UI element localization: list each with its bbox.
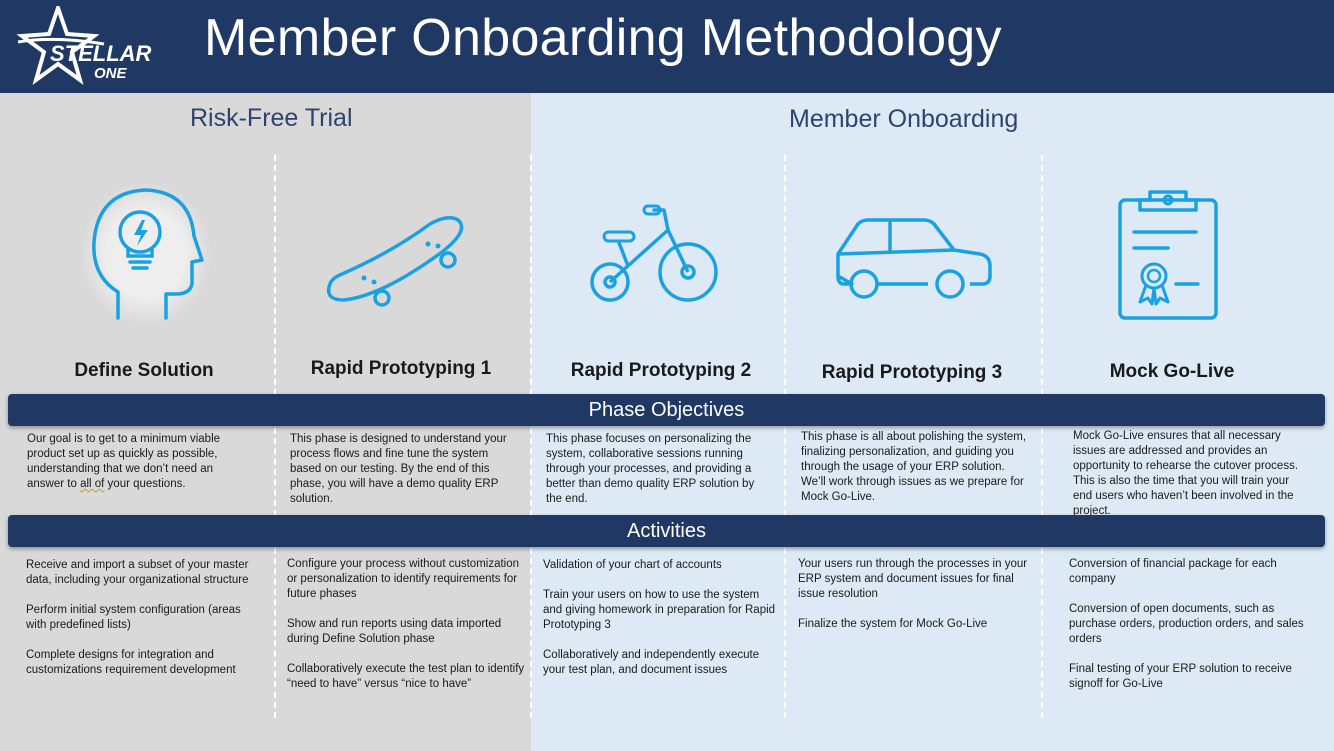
objective-rapid-prototyping-1: This phase is designed to understand you… <box>290 433 507 505</box>
column-divider <box>1041 155 1043 395</box>
stellar-one-logo: STELLAR ONE <box>14 1 154 86</box>
objective-rapid-prototyping-3: This phase is all about polishing the sy… <box>801 431 1027 503</box>
section-title-trial: Risk-Free Trial <box>190 104 353 132</box>
header-bar <box>0 0 1334 93</box>
activity-item: Perform initial system configuration (ar… <box>26 604 241 631</box>
column-divider <box>274 548 276 718</box>
column-divider <box>784 155 786 395</box>
phase-name-define-solution: Define Solution <box>74 360 214 381</box>
objective-rapid-prototyping-2: This phase focuses on personalizing the … <box>546 433 755 505</box>
activities-label: Activities <box>627 520 706 542</box>
activities-mock-go-live: Conversion of financial package for each… <box>1069 557 1309 707</box>
logo-text-stellar: STELLAR <box>50 41 152 66</box>
phase-name-rapid-prototyping-3: Rapid Prototyping 3 <box>821 362 1003 383</box>
activity-item: Configure your process without customiza… <box>287 558 520 600</box>
column-divider <box>784 428 786 516</box>
phase-name-rapid-prototyping-1: Rapid Prototyping 1 <box>310 358 492 379</box>
activity-item: Receive and import a subset of your mast… <box>26 559 249 586</box>
star-logo-icon: STELLAR ONE <box>16 1 152 86</box>
column-divider <box>1041 428 1043 516</box>
activity-item: Collaboratively execute the test plan to… <box>287 663 525 690</box>
activity-item: Show and run reports using data imported… <box>287 618 502 645</box>
column-divider <box>530 428 532 516</box>
activities-rapid-prototyping-1: Configure your process without customiza… <box>287 557 525 707</box>
car-icon <box>832 214 996 306</box>
activity-item: Final testing of your ERP solution to re… <box>1069 663 1292 690</box>
activity-item: Validation of your chart of accounts <box>543 559 722 571</box>
page-title: Member Onboarding Methodology <box>204 9 1002 67</box>
objective-text: Our goal is to get to a minimum viable p… <box>27 433 221 490</box>
activity-item: Collaboratively and independently execut… <box>543 649 760 676</box>
column-divider <box>1041 548 1043 718</box>
activity-item: Finalize the system for Mock Go-Live <box>798 618 988 630</box>
objective-define-solution: Our goal is to get to a minimum viable p… <box>27 432 249 492</box>
section-title-onboarding: Member Onboarding <box>789 105 1019 133</box>
activity-item: Conversion of financial package for each… <box>1069 558 1277 585</box>
head-lightbulb-icon <box>78 180 218 330</box>
activities-band: Activities <box>8 515 1325 547</box>
tricycle-icon <box>588 202 728 312</box>
column-divider <box>274 155 276 395</box>
objective-text: your questions. <box>104 478 186 490</box>
activities-define-solution: Receive and import a subset of your mast… <box>26 558 264 693</box>
activities-rapid-prototyping-2: Validation of your chart of accounts Tra… <box>543 558 777 693</box>
activities-rapid-prototyping-3: Your users run through the processes in … <box>798 557 1032 647</box>
phase-objectives-band: Phase Objectives <box>8 394 1325 426</box>
column-divider <box>274 428 276 516</box>
clipboard-certificate-icon <box>1112 186 1222 322</box>
column-divider <box>784 548 786 718</box>
phase-name-mock-go-live: Mock Go-Live <box>1109 361 1235 382</box>
objective-mock-go-live: Mock Go-Live ensures that all necessary … <box>1073 430 1299 516</box>
logo-text-one: ONE <box>94 65 128 82</box>
objective-text-underlined: all of <box>80 478 105 490</box>
activity-item: Conversion of open documents, such as pu… <box>1069 603 1304 645</box>
phase-objectives-label: Phase Objectives <box>588 399 745 421</box>
activity-item: Your users run through the processes in … <box>798 558 1028 600</box>
column-divider <box>530 155 532 395</box>
column-divider <box>530 548 532 718</box>
activity-item: Complete designs for integration and cus… <box>26 649 236 676</box>
skateboard-icon <box>322 212 472 312</box>
phase-name-rapid-prototyping-2: Rapid Prototyping 2 <box>570 360 752 381</box>
activity-item: Train your users on how to use the syste… <box>543 589 776 631</box>
